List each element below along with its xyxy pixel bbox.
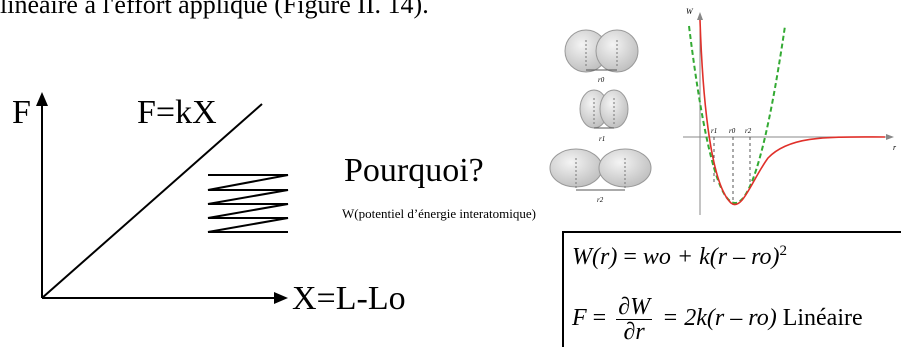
eq1-exponent: 2 <box>780 243 788 259</box>
r0-label: r0 <box>598 76 605 84</box>
eq1-lhs: W(r) <box>572 244 617 270</box>
derivative-fraction: ∂W∂r <box>616 295 652 344</box>
y-axis-arrow-icon <box>36 92 48 106</box>
force-equation: F = ∂W∂r = 2k(r – ro) Linéaire <box>572 295 863 344</box>
eq1-rhs: wo + k(r – ro) <box>643 244 780 270</box>
potential-x-label: r <box>893 143 897 152</box>
eq2-lhs: F <box>572 305 587 331</box>
potential-caption: W(potentiel d’énergie interatomique) <box>342 206 536 222</box>
hooke-law-label: F=kX <box>137 94 217 132</box>
interatomic-potential-curve <box>700 20 885 205</box>
potential-equation: W(r) = wo + k(r – ro)2 <box>572 243 787 271</box>
eq2-equals: = <box>587 305 613 331</box>
tick-r1: r1 <box>711 127 717 135</box>
equation-box: W(r) = wo + k(r – ro)2 F = ∂W∂r = 2k(r –… <box>562 231 901 347</box>
r2-label: r2 <box>597 196 604 204</box>
potential-y-arrow-icon <box>697 12 703 20</box>
eq1-equals: = <box>617 244 643 270</box>
x-axis-arrow-icon <box>274 292 288 304</box>
atom-pair-r1: r1 <box>580 90 628 143</box>
r1-label: r1 <box>599 135 605 143</box>
eq2-rhs: = 2k(r – ro) <box>656 305 777 331</box>
linear-label: Linéaire <box>777 305 863 331</box>
spring-icon <box>208 175 288 232</box>
eq2-numerator: ∂W <box>618 294 650 320</box>
extension-axis-label: X=L-Lo <box>292 280 406 318</box>
tick-r2: r2 <box>745 127 752 135</box>
atom-pair-r2: r2 <box>550 149 651 204</box>
harmonic-parabola <box>689 26 785 203</box>
atom-pair-r0: r0 <box>565 30 638 84</box>
tick-r0: r0 <box>729 127 736 135</box>
potential-y-label: W <box>686 7 694 16</box>
potential-x-arrow-icon <box>886 134 894 140</box>
eq2-denominator: ∂r <box>624 319 645 345</box>
force-axis-label: F <box>12 94 31 132</box>
potential-graph: W r r1 r0 r2 <box>683 7 897 215</box>
question-label: Pourquoi? <box>344 152 484 190</box>
atoms-figure: r0 r1 r2 <box>550 30 651 204</box>
